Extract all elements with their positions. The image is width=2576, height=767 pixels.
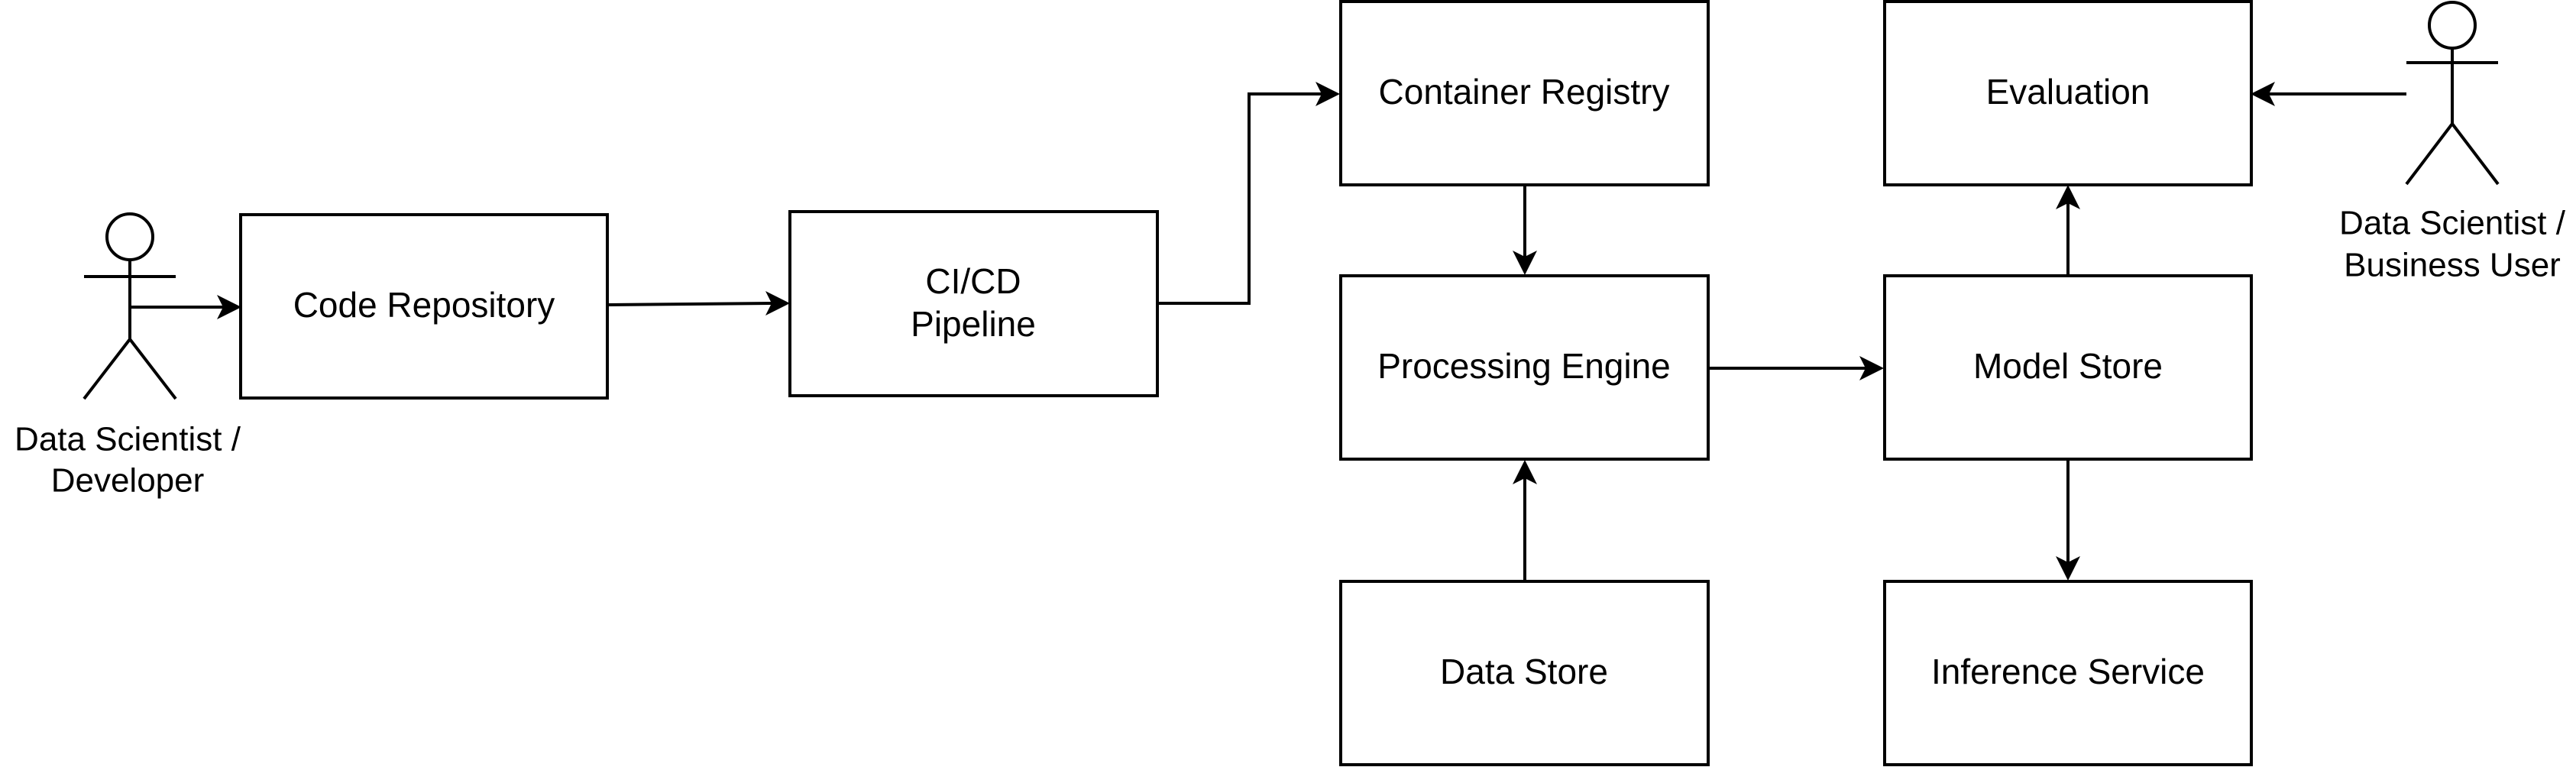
node-container-registry[interactable]: Container Registry xyxy=(1339,0,1710,186)
edge-cicd-to-container-registry xyxy=(1157,92,1322,305)
node-label: Inference Service xyxy=(1931,652,2205,691)
edges xyxy=(130,82,2406,581)
node-label: Code Repository xyxy=(293,285,555,325)
stick-figure-icon xyxy=(2405,1,2500,186)
node-evaluation[interactable]: Evaluation xyxy=(1883,0,2253,186)
node-data-store[interactable]: Data Store xyxy=(1339,580,1710,766)
node-label: Data Store xyxy=(1440,652,1608,691)
arrowhead-processing-engine-bottom xyxy=(1513,460,1537,484)
actor-label-line-1: Data Scientist / xyxy=(2339,205,2566,242)
arrowhead-processing-engine-top xyxy=(1513,251,1537,275)
node-cicd-pipeline[interactable]: CI/CD Pipeline xyxy=(788,210,1159,397)
arrowhead-model-store xyxy=(1859,356,1884,380)
node-code-repository[interactable]: Code Repository xyxy=(239,213,609,400)
node-label: Processing Engine xyxy=(1377,346,1671,386)
edge-code-repository-to-cicd xyxy=(607,302,772,306)
actor-business-user[interactable]: Data Scientist / Business User xyxy=(2339,1,2566,284)
arrowhead-evaluation-right xyxy=(2251,82,2275,106)
node-inference-service[interactable]: Inference Service xyxy=(1883,580,2253,766)
arrowhead-code-repository xyxy=(217,295,241,319)
actor-label-line-2: Business User xyxy=(2344,247,2561,284)
stick-figure-icon xyxy=(83,212,177,400)
actor-developer[interactable]: Data Scientist / Developer xyxy=(15,212,241,500)
node-model-store[interactable]: Model Store xyxy=(1883,274,2253,461)
node-label-line-2: Pipeline xyxy=(911,304,1036,344)
arrowhead-cicd xyxy=(765,291,790,316)
node-processing-engine[interactable]: Processing Engine xyxy=(1339,274,1710,461)
actor-label-line-1: Data Scientist / xyxy=(15,421,241,458)
arrowhead-evaluation-bottom xyxy=(2056,185,2080,209)
node-label-line-1: CI/CD xyxy=(925,261,1021,301)
arrowhead-inference-service xyxy=(2056,556,2080,581)
node-label: Model Store xyxy=(1973,346,2163,386)
actor-label-line-2: Developer xyxy=(51,462,205,500)
node-label: Container Registry xyxy=(1379,72,1670,112)
arrowhead-container-registry xyxy=(1316,82,1340,106)
node-label: Evaluation xyxy=(1986,72,2150,112)
